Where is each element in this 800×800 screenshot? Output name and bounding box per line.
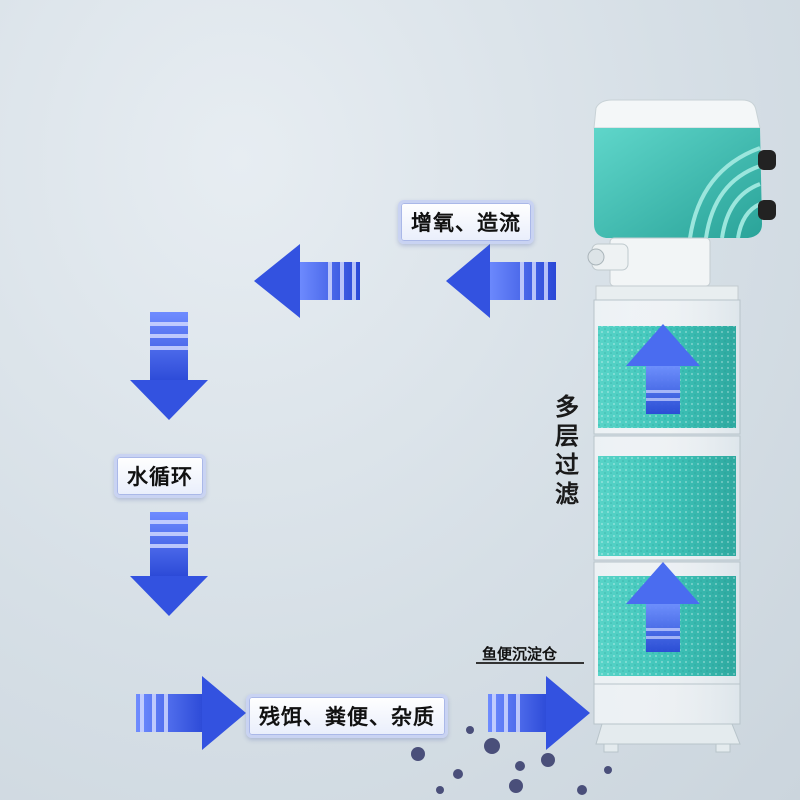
flow-arrow-icon: [136, 676, 246, 750]
multilayer-filter-label: 多层过滤: [555, 393, 579, 508]
flow-arrow-icon: [130, 512, 208, 616]
flow-arrow-icon: [446, 244, 556, 318]
filter-stack: [593, 299, 741, 753]
flow-arrow-icon: [254, 244, 360, 318]
flow-arrow-icon: [130, 312, 208, 420]
flow-arrow-icon: [488, 676, 590, 750]
oxygen-flow-label: 增氧、造流: [398, 200, 534, 244]
debris-label: 残饵、粪便、杂质: [246, 694, 448, 738]
flow-arrow-icon: [626, 562, 700, 652]
sediment-chamber-label: 鱼便沉淀仓: [482, 645, 558, 663]
flow-arrow-icon: [626, 324, 700, 414]
water-pump: [587, 99, 776, 301]
debris-particle: [411, 726, 612, 795]
sediment-pointer-line: [476, 662, 584, 664]
water-circulation-label: 水循环: [114, 454, 206, 498]
